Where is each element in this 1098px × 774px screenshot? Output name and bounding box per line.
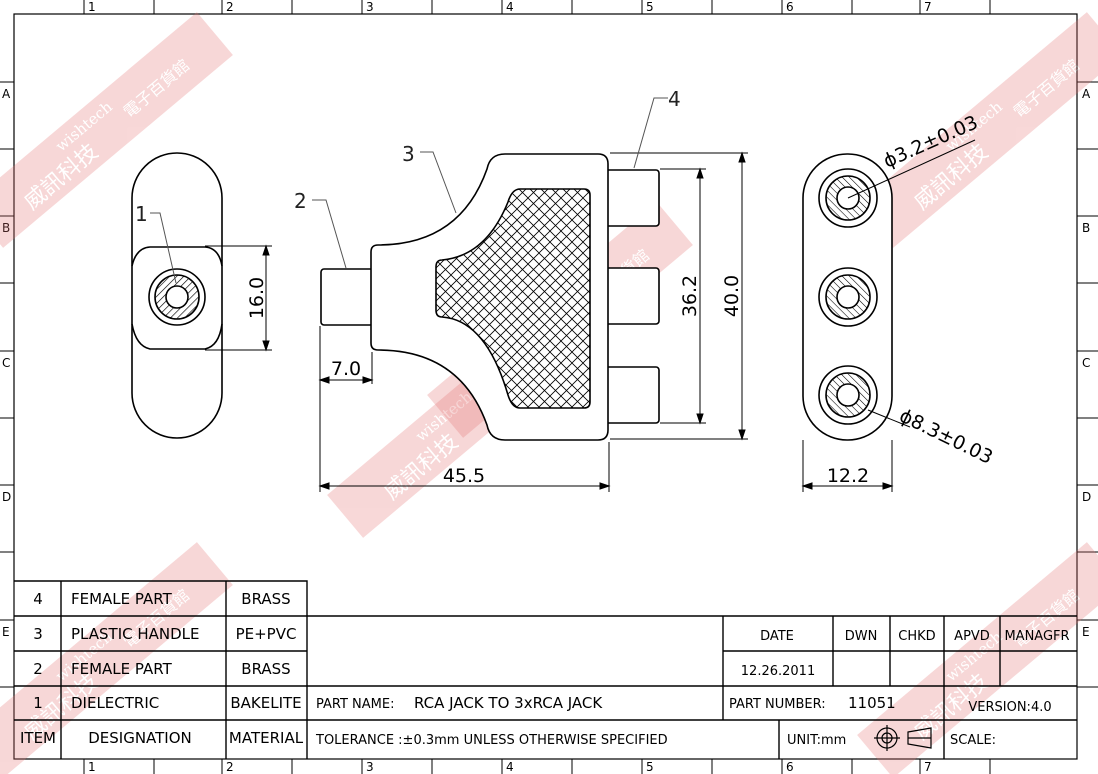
end-view xyxy=(802,153,893,441)
bom-header-item: ITEM xyxy=(20,729,56,747)
border-row-label-left: A xyxy=(2,87,11,101)
tb-scale: SCALE: xyxy=(950,733,996,748)
tb-part-number-label: PART NUMBER: xyxy=(729,697,826,712)
border-row-label-left: E xyxy=(2,625,10,639)
bom-material: PE+PVC xyxy=(236,625,297,643)
tb-date-value: 12.26.2011 xyxy=(741,664,815,679)
main-view-dimensions xyxy=(318,151,748,492)
bom-material: BRASS xyxy=(241,660,290,678)
main-callout-leaders xyxy=(312,97,668,269)
main-view xyxy=(320,153,660,441)
bom-item-number: 2 xyxy=(33,660,43,678)
bom-header-designation: DESIGNATION xyxy=(88,729,192,747)
border-row-label-left: B xyxy=(2,221,10,235)
dim-side-height: 16.0 xyxy=(246,277,268,319)
callout-3: 3 xyxy=(402,142,415,166)
border-row-label-right: D xyxy=(1082,490,1091,504)
border-col-label-bottom: 6 xyxy=(786,760,794,774)
border-col-label-top: 4 xyxy=(506,0,514,14)
end-view-dimensions xyxy=(801,139,976,492)
tb-version: VERSION:4.0 xyxy=(968,700,1051,715)
border-col-label-bottom: 1 xyxy=(88,760,96,774)
bom-designation: PLASTIC HANDLE xyxy=(71,625,200,643)
dim-pitch-outer: 36.2 xyxy=(679,275,701,317)
border-row-label-left: C xyxy=(2,356,10,370)
tb-date-label: DATE xyxy=(760,629,794,644)
border-col-label-top: 3 xyxy=(366,0,374,14)
tb-part-name-label: PART NAME: xyxy=(316,697,395,712)
bom-designation: FEMALE PART xyxy=(71,660,173,678)
bom-designation: FEMALE PART xyxy=(71,590,173,608)
border-row-label-right: B xyxy=(1082,221,1090,235)
border-col-label-bottom: 3 xyxy=(366,760,374,774)
bom-item-number: 1 xyxy=(33,694,43,712)
dim-end-width: 12.2 xyxy=(827,465,869,487)
border-col-label-top: 7 xyxy=(924,0,932,14)
bom-material: BRASS xyxy=(241,590,290,608)
bom-table-lines xyxy=(14,580,1077,759)
tb-part-number: 11051 xyxy=(848,694,896,712)
dim-overall-height: 40.0 xyxy=(721,275,743,317)
bom-material: BAKELITE xyxy=(230,694,301,712)
projection-symbol-icon xyxy=(874,725,932,751)
border-row-label-right: A xyxy=(1082,87,1091,101)
border-col-label-top: 5 xyxy=(646,0,654,14)
border-row-label-left: D xyxy=(2,490,11,504)
side-view xyxy=(131,152,223,439)
callout-1: 1 xyxy=(135,202,148,226)
callout-2: 2 xyxy=(294,189,307,213)
border-col-label-bottom: 7 xyxy=(924,760,932,774)
side-view-dimension xyxy=(205,244,272,352)
tb-manager: MANAGFR xyxy=(1004,629,1069,644)
border-col-label-top: 2 xyxy=(226,0,234,14)
border-col-label-bottom: 4 xyxy=(506,760,514,774)
callout-1-leader xyxy=(150,212,177,284)
border-col-label-bottom: 2 xyxy=(226,760,234,774)
dim-outer-diameter: ϕ8.3±0.03 xyxy=(896,405,996,469)
bom-item-number: 3 xyxy=(33,625,43,643)
border-col-label-bottom: 5 xyxy=(646,760,654,774)
border-col-label-top: 6 xyxy=(786,0,794,14)
tb-part-name: RCA JACK TO 3xRCA JACK xyxy=(414,694,603,712)
border-col-label-top: 1 xyxy=(88,0,96,14)
dim-pin-length: 7.0 xyxy=(331,358,361,380)
bom-item-number: 4 xyxy=(33,590,43,608)
border-row-label-right: C xyxy=(1082,356,1090,370)
border-row-label-right: E xyxy=(1082,625,1090,639)
drawing-border xyxy=(13,13,1078,760)
bom-designation: DIELECTRIC xyxy=(71,694,159,712)
tb-unit: UNIT:mm xyxy=(787,733,846,748)
bom-header-material: MATERIAL xyxy=(229,729,304,747)
tb-dwn: DWN xyxy=(845,629,878,644)
tb-apvd: APVD xyxy=(954,629,990,644)
dim-total-length: 45.5 xyxy=(443,465,485,487)
callout-4: 4 xyxy=(668,87,681,111)
tb-tolerance: TOLERANCE :±0.3mm UNLESS OTHERWISE SPECI… xyxy=(315,733,668,748)
tb-chkd: CHKD xyxy=(898,629,935,644)
